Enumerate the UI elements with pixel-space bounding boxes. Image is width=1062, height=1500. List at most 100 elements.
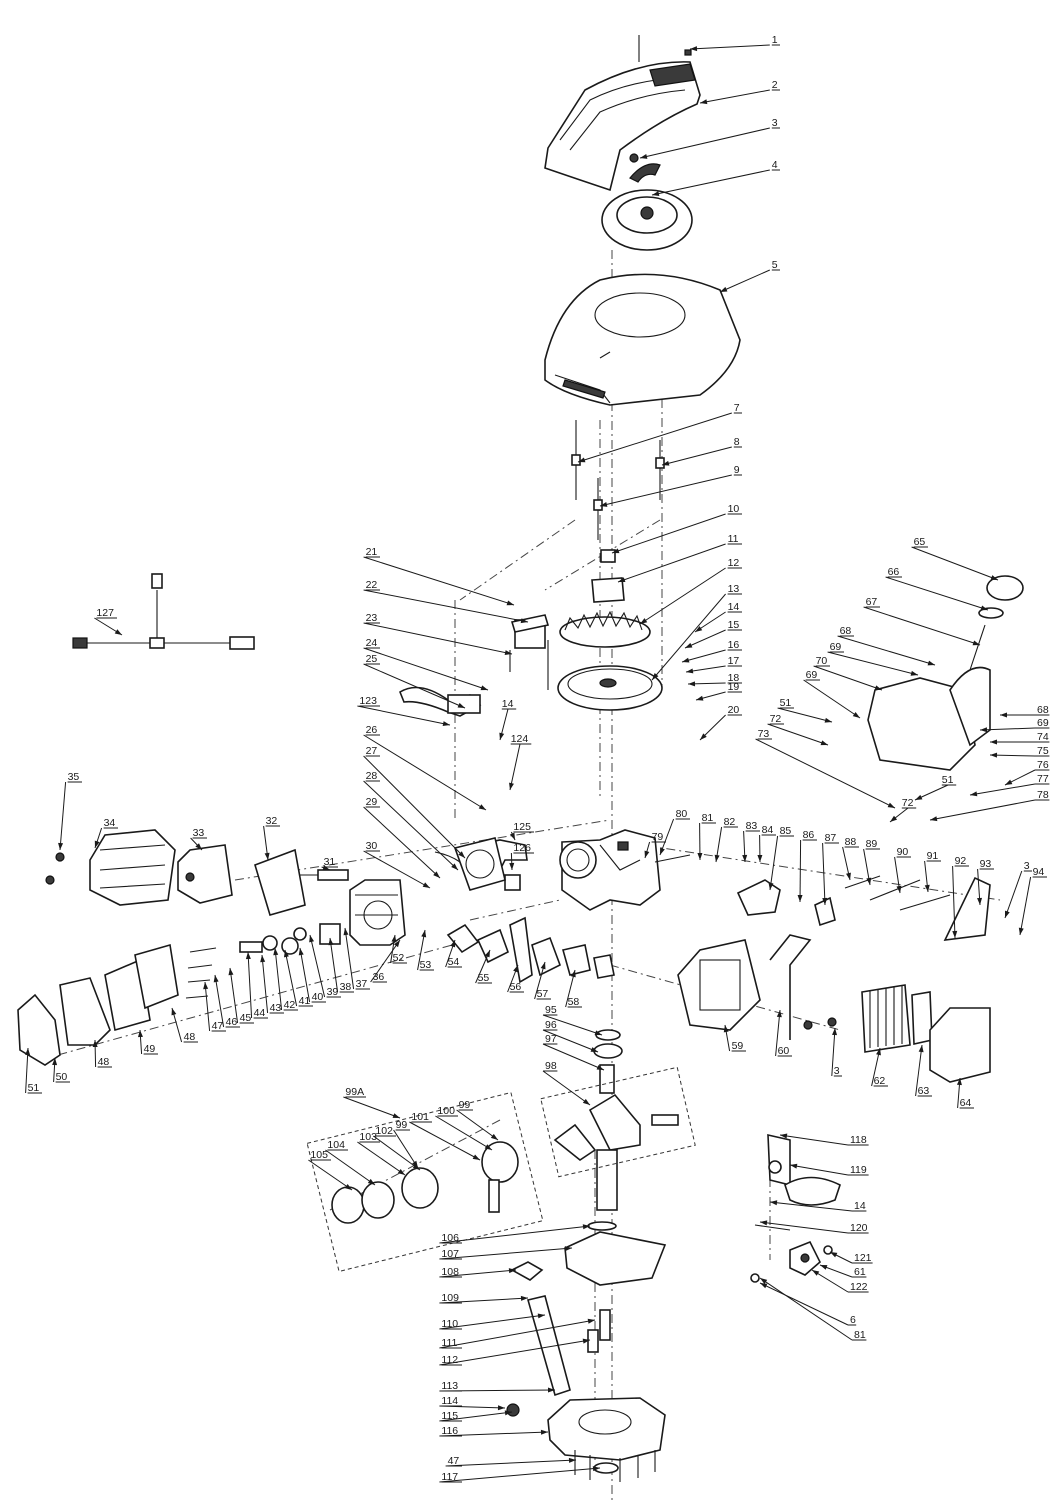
callout-arrowhead — [392, 1113, 400, 1118]
callout-number: 38 — [340, 981, 352, 993]
callout-number: 13 — [728, 583, 740, 595]
callout-leader — [719, 269, 771, 293]
callout-34: 34 — [94, 817, 118, 849]
callout-arrowhead — [652, 673, 659, 680]
callout-leader — [577, 412, 732, 463]
callout-number: 9 — [734, 464, 740, 476]
callout-number: 40 — [312, 991, 324, 1003]
callout-number: 98 — [545, 1060, 557, 1072]
callout-arrowhead — [509, 832, 515, 840]
callout-118: 118 — [779, 1133, 869, 1146]
callout-arrowhead — [458, 851, 465, 858]
callout-82: 82 — [714, 816, 738, 863]
callout-number: 118 — [850, 1134, 867, 1146]
callout-number: 17 — [728, 655, 740, 667]
callout-32: 32 — [263, 815, 280, 861]
callout-arrowhead — [660, 847, 665, 855]
callout-number: 48 — [184, 1031, 196, 1043]
callout-number: 42 — [284, 999, 296, 1011]
callout-arrowhead — [927, 660, 935, 666]
callout-14: 14 — [694, 601, 742, 633]
recoil-starter — [601, 153, 693, 251]
crankshaft-group-box — [540, 1066, 696, 1178]
callout-arrowhead — [450, 940, 456, 948]
callout-72: 72 — [889, 797, 917, 823]
callout-arrowhead — [328, 938, 334, 946]
callout-number: 7 — [734, 402, 740, 414]
callout-number: 1 — [772, 34, 778, 46]
piston-group-box — [306, 1091, 544, 1273]
callout-54: 54 — [445, 939, 462, 968]
callout-4: 4 — [651, 159, 780, 196]
callout-leader — [439, 1339, 591, 1366]
callout-leader — [811, 1269, 849, 1293]
callout-arrowhead — [397, 1168, 405, 1175]
callout-leader — [409, 1121, 481, 1161]
callout-90: 90 — [894, 846, 911, 894]
callout-number: 27 — [366, 745, 378, 757]
callout-number: 124 — [511, 733, 529, 745]
callout-127: 127 — [94, 607, 123, 636]
callout-110: 110 — [439, 1313, 546, 1330]
callout-arrowhead — [990, 575, 998, 580]
callout-leader — [25, 1047, 29, 1094]
callout-leader — [929, 799, 1036, 821]
callout-number: 51 — [780, 697, 792, 709]
callout-number: 11 — [728, 533, 739, 545]
callout-number: 49 — [144, 1043, 156, 1055]
callout-62: 62 — [871, 1047, 888, 1087]
callout-leader — [651, 169, 770, 196]
callout-number: 78 — [1037, 789, 1049, 801]
callout-number: 82 — [724, 816, 736, 828]
callout-45: 45 — [228, 967, 254, 1024]
callout-number: 39 — [327, 986, 339, 998]
callout-number: 102 — [375, 1125, 393, 1137]
callout-112: 112 — [439, 1338, 591, 1366]
callout-number: 14 — [502, 698, 514, 710]
callout-85: 85 — [768, 825, 794, 891]
spark-plug — [300, 869, 349, 881]
callout-number: 47 — [212, 1020, 224, 1032]
callout-number: 115 — [441, 1410, 458, 1422]
rocker-cover — [17, 943, 179, 1066]
callout-leader — [542, 1070, 591, 1106]
cylinder-block — [559, 829, 661, 911]
callout-arrowhead — [114, 629, 122, 635]
callout-arrowhead — [820, 740, 828, 746]
callout-number: 103 — [359, 1131, 377, 1143]
callout-number: 113 — [441, 1380, 458, 1392]
callout-arrowhead — [391, 935, 397, 943]
callout-73: 73 — [755, 728, 896, 809]
callout-arrowhead — [970, 791, 978, 797]
callout-44: 44 — [245, 951, 268, 1019]
callout-number: 52 — [393, 952, 405, 964]
callout-number: 72 — [902, 797, 914, 809]
callout-number: 70 — [816, 655, 828, 667]
callout-leader — [509, 743, 521, 791]
callout-104: 104 — [325, 1139, 376, 1186]
callout-number: 4 — [772, 159, 778, 171]
callout-leader — [915, 1044, 923, 1097]
callout-126: 126 — [509, 842, 534, 871]
callout-arrowhead — [600, 501, 608, 507]
callout-leader — [769, 1201, 853, 1212]
callout-leader — [284, 949, 298, 1007]
callout-arrowhead — [472, 1154, 480, 1160]
callout-76: 76 — [1004, 759, 1050, 786]
callout-105: 105 — [308, 1149, 353, 1191]
callout-leader — [373, 1135, 421, 1171]
callout-40: 40 — [298, 947, 326, 1003]
callout-16: 16 — [681, 639, 742, 663]
callout-81: 81 — [759, 1277, 867, 1341]
callout-29: 29 — [363, 796, 441, 879]
callout-99: 99 — [393, 1119, 419, 1169]
callout-arrowhead — [695, 626, 703, 632]
callout-arrowhead — [690, 46, 698, 52]
callout-2: 2 — [699, 79, 780, 105]
callout-9: 9 — [599, 464, 742, 507]
callout-number: 36 — [373, 971, 385, 983]
callout-leader — [357, 1141, 406, 1176]
callout-arrowhead — [273, 948, 279, 956]
callout-arrowhead — [582, 1338, 590, 1344]
callout-leader — [767, 723, 829, 746]
